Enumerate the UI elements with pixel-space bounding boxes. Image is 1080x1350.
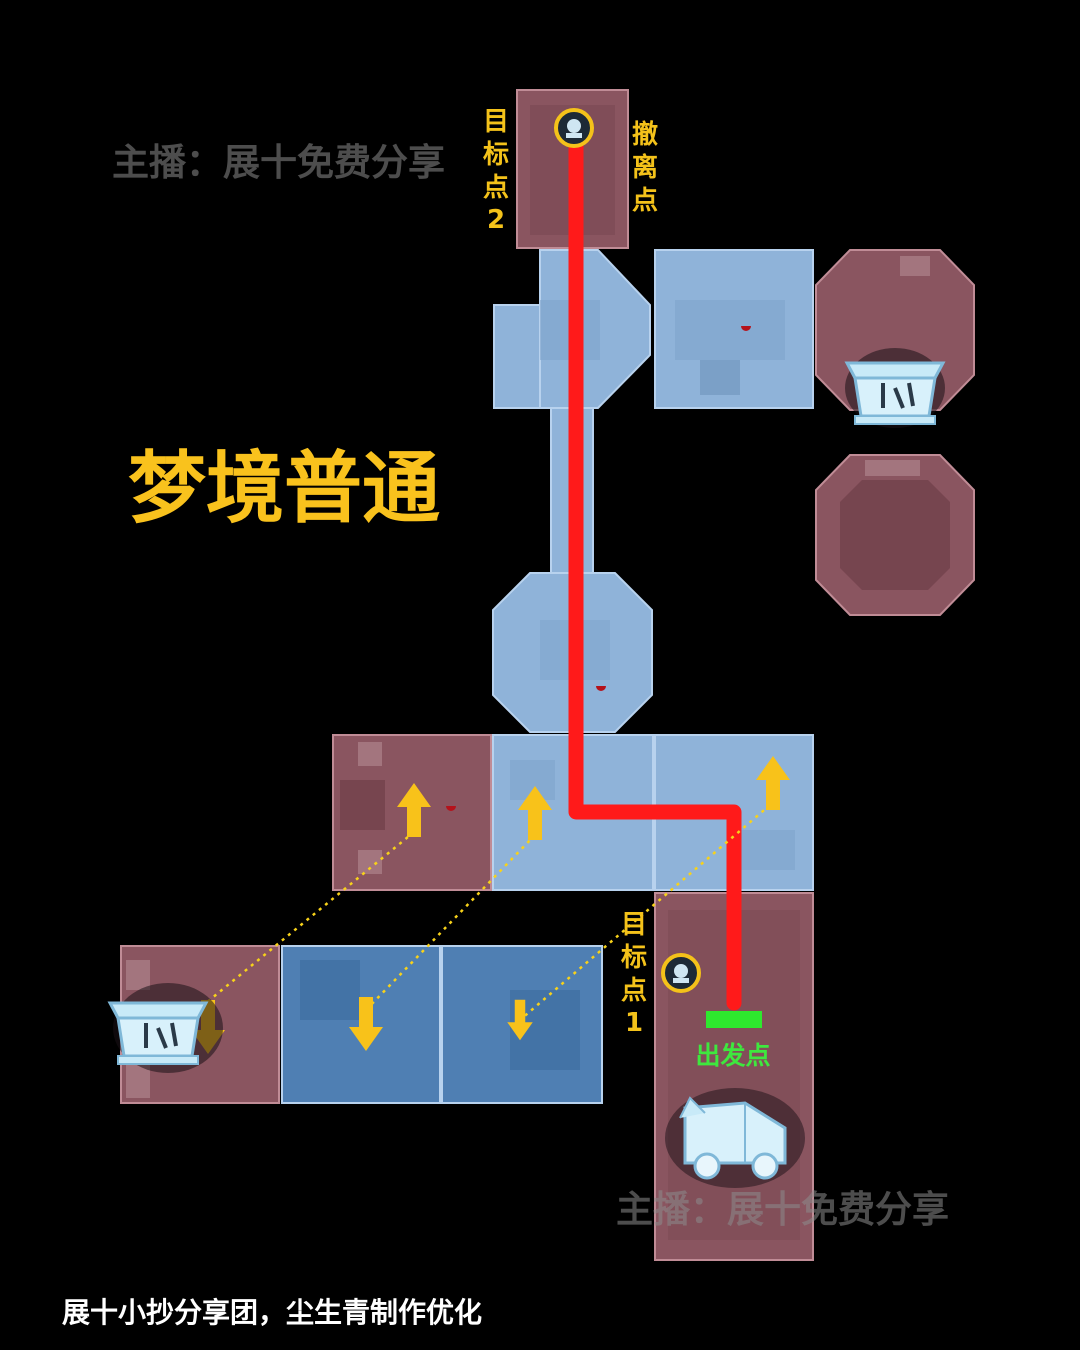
extract-label-2: 离 [632,152,658,183]
room-upper-right [654,249,814,409]
teleport-links [205,804,771,1021]
arrow-down-icon [507,999,533,1041]
target2-label-4: 2 [487,205,505,235]
target1-label-4: 1 [625,1008,643,1038]
truck-icon [665,1088,805,1188]
stair-icon-2 [126,960,150,990]
room-right-octagon-2 [815,454,975,616]
watermark-top: 主播：展十免费分享 [112,141,445,184]
target1-label-1: 目 [621,910,647,940]
ghost-target-icon [554,108,594,148]
start-label: 出发点 [695,1041,770,1070]
ghost-target-icon-2 [661,953,701,993]
chest-icon-2 [107,983,223,1073]
target2-label-3: 点 [483,172,509,203]
chest-icon [844,348,946,428]
target1-label-2: 标 [621,943,647,973]
footer-credit: 展十小抄分享团，尘生青制作优化 [62,1296,482,1329]
arrow-up-icon [756,756,790,810]
watermark-bottom: 主播：展十免费分享 [616,1188,949,1231]
arrow-up-icon [397,783,431,837]
target2-label-1: 目 [483,107,509,137]
extract-label-3: 点 [632,185,658,216]
arrow-up-icon [518,786,552,840]
stair-icon [358,742,382,766]
start-marker [706,1011,762,1028]
target2-label-2: 标 [483,140,509,170]
map-title: 梦境普通 [128,444,440,534]
red-marker-icon [741,326,751,331]
route-line [568,120,742,1011]
red-marker-icon-2 [596,686,606,691]
target1-label-3: 点 [621,975,647,1006]
extract-label-1: 撤 [632,119,658,150]
arrow-down-icon [349,997,383,1051]
